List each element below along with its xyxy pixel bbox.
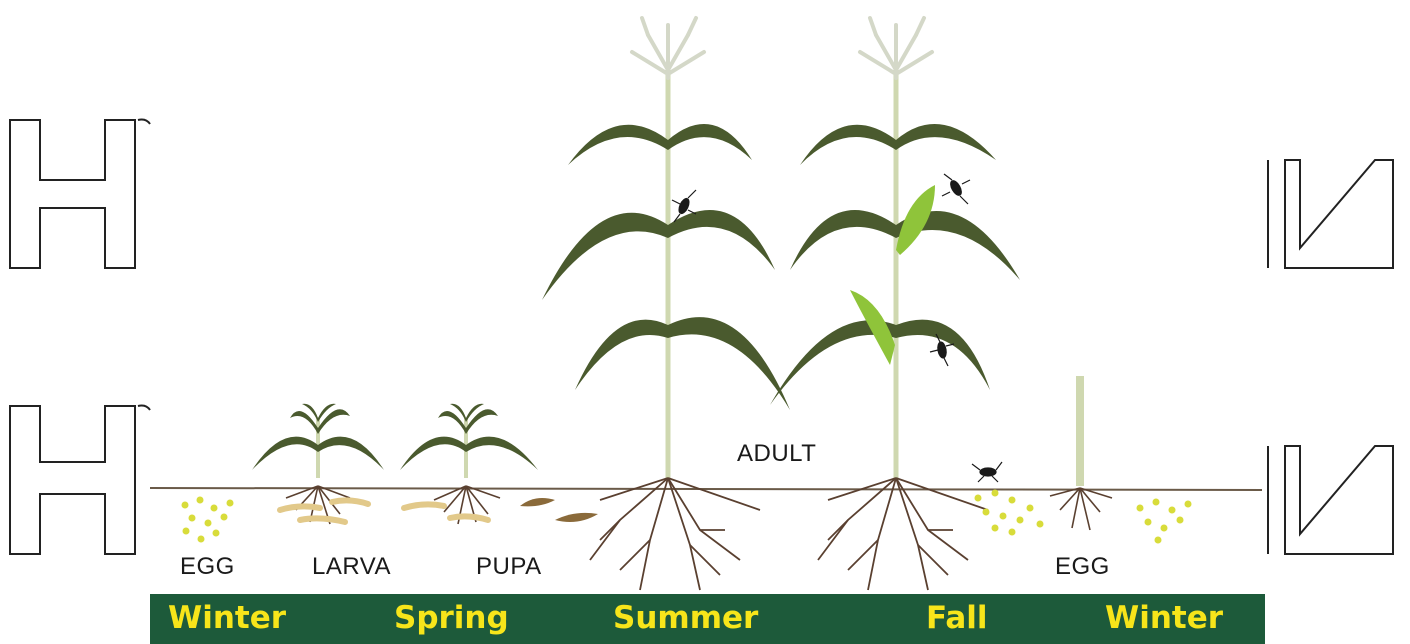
- egg-cluster-right: [1137, 499, 1192, 544]
- egg-cluster-fall: [975, 490, 1044, 536]
- beetle-ground: [972, 462, 1002, 482]
- edge-outline-left-top: [10, 120, 150, 269]
- season-summer: Summer: [613, 600, 758, 636]
- edge-outline-right-top: [1268, 160, 1393, 268]
- beetle-fall-top: [942, 174, 970, 204]
- egg-cluster-left: [182, 497, 234, 543]
- season-bar: Winter Spring Summer Fall Winter: [150, 594, 1265, 644]
- corn-plant-summer: [542, 18, 790, 590]
- label-pupa: PUPA: [476, 553, 542, 581]
- label-egg-right: EGG: [1055, 553, 1110, 581]
- label-larva: LARVA: [312, 553, 391, 581]
- season-winter-end: Winter: [1105, 600, 1223, 636]
- label-adult: ADULT: [737, 440, 816, 468]
- edge-outline-right-bottom: [1268, 446, 1393, 554]
- seedling-pupa: [400, 404, 538, 524]
- dead-stalk: [1050, 376, 1112, 530]
- season-spring: Spring: [394, 600, 509, 636]
- corn-plant-fall: [770, 18, 1020, 590]
- label-egg-left: EGG: [180, 553, 235, 581]
- seedling-larva: [252, 404, 384, 524]
- pupa-shapes: [520, 498, 598, 522]
- edge-outline-left-bottom: [10, 406, 150, 555]
- season-fall: Fall: [926, 600, 988, 636]
- season-winter-start: Winter: [168, 600, 286, 636]
